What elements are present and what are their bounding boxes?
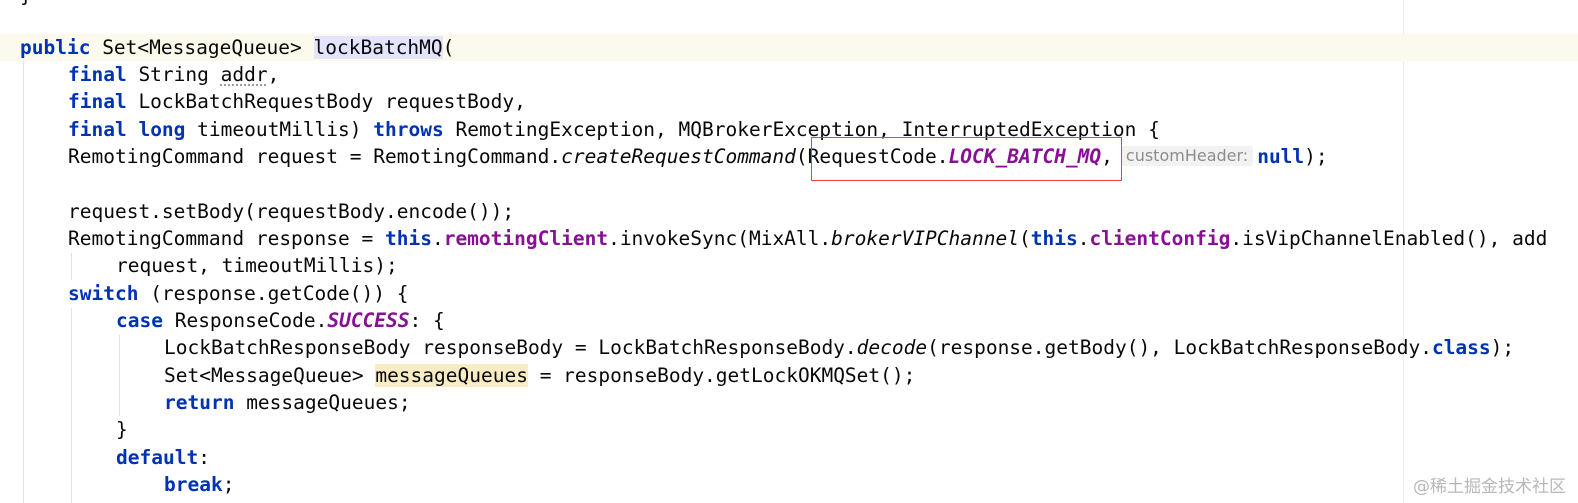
keyword-class: class bbox=[1431, 336, 1491, 359]
open-paren: ( bbox=[1018, 227, 1031, 250]
param-type: String bbox=[126, 63, 221, 86]
keyword-this: this bbox=[384, 227, 432, 250]
close-paren: ); bbox=[1304, 145, 1328, 168]
method-createrequestcommand[interactable]: createRequestCommand bbox=[561, 145, 796, 168]
closing-brace: } bbox=[116, 418, 128, 441]
param-addr[interactable]: addr bbox=[220, 63, 268, 86]
code-line-13[interactable]: return messageQueues; bbox=[164, 389, 411, 416]
code-line-2[interactable]: final String addr, bbox=[68, 61, 279, 88]
request-code-class: (RequestCode. bbox=[795, 145, 949, 168]
keyword-long: long bbox=[138, 118, 186, 141]
code-line-prev[interactable]: } bbox=[20, 0, 32, 9]
return-type: Set<MessageQueue> bbox=[90, 36, 314, 59]
code-line-14[interactable]: } bbox=[116, 416, 128, 443]
indent-guide bbox=[119, 335, 120, 416]
keyword-final: final bbox=[68, 90, 127, 113]
code-line-12[interactable]: Set<MessageQueue> messageQueues = respon… bbox=[164, 362, 915, 389]
dot: . bbox=[431, 227, 444, 250]
parameter-hint-customheader: customHeader: bbox=[1120, 146, 1254, 166]
code-line-7[interactable]: RemotingCommand response = this.remoting… bbox=[68, 225, 1547, 252]
invoke-args: request, timeoutMillis); bbox=[116, 254, 398, 277]
exception-list: RemotingException, MQBrokerException, In… bbox=[443, 118, 1160, 141]
constant-success[interactable]: SUCCESS bbox=[327, 309, 410, 332]
code-line-8[interactable]: request, timeoutMillis); bbox=[116, 252, 398, 279]
set-type: Set<MessageQueue> bbox=[164, 364, 376, 387]
get-lock-ok-call: = responseBody.getLockOKMQSet(); bbox=[527, 364, 916, 387]
request-decl: RemotingCommand request = RemotingComman… bbox=[68, 145, 562, 168]
indent-guide bbox=[71, 253, 72, 280]
close-paren: ); bbox=[1490, 336, 1515, 359]
switch-expr: (response.getCode()) { bbox=[138, 282, 409, 305]
watermark: @稀土掘金技术社区 bbox=[1413, 477, 1566, 497]
code-line-16[interactable]: break; bbox=[164, 471, 234, 498]
right-margin-guide bbox=[1403, 0, 1404, 503]
invoke-sync-call: .invokeSync(MixAll. bbox=[608, 227, 832, 250]
decode-args: (response.getBody(), LockBatchResponseBo… bbox=[927, 336, 1432, 359]
code-line-11[interactable]: LockBatchResponseBody responseBody = Loc… bbox=[164, 334, 1514, 361]
keyword-default: default bbox=[116, 446, 199, 469]
param-timeout: timeoutMillis) bbox=[185, 118, 374, 141]
current-line-highlight bbox=[0, 34, 1578, 61]
return-expr: messageQueues; bbox=[234, 391, 411, 414]
keyword-return: return bbox=[164, 391, 235, 414]
param-requestbody: LockBatchRequestBody requestBody, bbox=[126, 90, 526, 113]
method-name-lockbatchmq[interactable]: lockBatchMQ bbox=[313, 36, 443, 59]
response-code-class: ResponseCode. bbox=[162, 309, 328, 332]
keyword-switch: switch bbox=[68, 282, 139, 305]
keyword-null: null bbox=[1257, 145, 1305, 168]
code-line-3[interactable]: final LockBatchRequestBody requestBody, bbox=[68, 88, 526, 115]
dot: . bbox=[1077, 227, 1090, 250]
variable-messagequeues[interactable]: messageQueues bbox=[375, 364, 528, 387]
vip-channel-args: .isVipChannelEnabled(), add bbox=[1230, 227, 1548, 250]
keyword-this: this bbox=[1030, 227, 1078, 250]
keyword-throws: throws bbox=[373, 118, 444, 141]
open-paren: ( bbox=[442, 36, 455, 59]
field-clientconfig[interactable]: clientConfig bbox=[1089, 227, 1231, 250]
field-remotingclient[interactable]: remotingClient bbox=[443, 227, 609, 250]
closing-brace: } bbox=[20, 0, 32, 7]
method-brokervipchannel[interactable]: brokerVIPChannel bbox=[831, 227, 1019, 250]
code-line-5[interactable]: RemotingCommand request = RemotingComman… bbox=[68, 143, 1328, 170]
code-line-1[interactable]: public Set<MessageQueue> lockBatchMQ( bbox=[20, 34, 454, 61]
keyword-final: final bbox=[68, 63, 127, 86]
method-decode[interactable]: decode bbox=[856, 336, 928, 359]
annotation-highlight-box bbox=[811, 137, 1122, 181]
keyword-final: final bbox=[68, 118, 127, 141]
code-line-10[interactable]: case ResponseCode.SUCCESS: { bbox=[116, 307, 445, 334]
keyword-break: break bbox=[164, 473, 223, 496]
response-decl: RemotingCommand response = bbox=[68, 227, 385, 250]
semicolon: ; bbox=[222, 473, 235, 496]
code-line-6[interactable]: request.setBody(requestBody.encode()); bbox=[68, 198, 514, 225]
code-line-15[interactable]: default: bbox=[116, 444, 210, 471]
code-line-4[interactable]: final long timeoutMillis) throws Remotin… bbox=[68, 116, 1160, 143]
set-body-call: request.setBody(requestBody.encode()); bbox=[68, 200, 515, 223]
code-line-9[interactable]: switch (response.getCode()) { bbox=[68, 280, 408, 307]
response-body-decl: LockBatchResponseBody responseBody = Loc… bbox=[164, 336, 857, 359]
constant-lock-batch-mq[interactable]: LOCK_BATCH_MQ bbox=[948, 145, 1102, 168]
default-colon: : bbox=[198, 446, 210, 469]
indent-guide bbox=[23, 61, 24, 503]
keyword-case: case bbox=[116, 309, 163, 332]
keyword-public: public bbox=[20, 36, 91, 59]
comma: , bbox=[1101, 145, 1113, 168]
indent-guide bbox=[71, 308, 72, 503]
case-colon: : { bbox=[409, 309, 445, 332]
comma: , bbox=[267, 63, 280, 86]
